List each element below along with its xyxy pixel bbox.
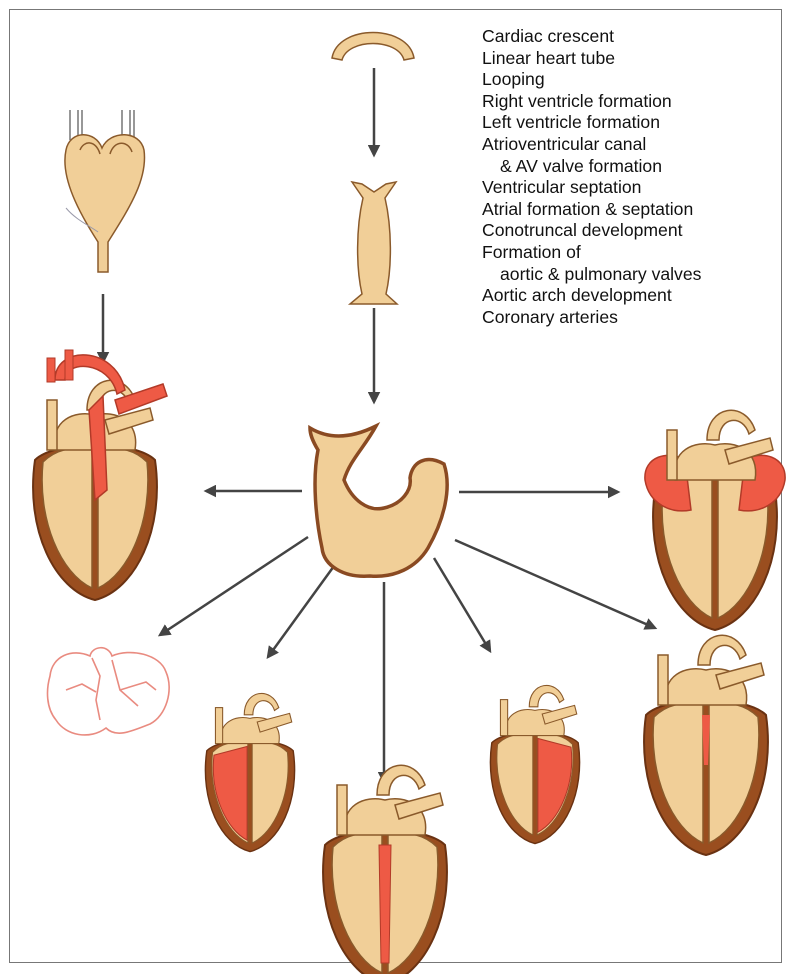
heart-atrial-septation	[645, 410, 785, 630]
stage-label: & AV valve formation	[482, 156, 701, 178]
heart-aortic-arch	[33, 350, 167, 600]
heart-right-ventricle	[205, 693, 294, 851]
cardiac-crescent-shape	[332, 33, 414, 61]
stage-label: Aortic arch development	[482, 285, 701, 307]
heart-conotruncal	[644, 635, 768, 855]
linear-heart-tube-shape	[350, 182, 397, 304]
stage-label: Cardiac crescent	[482, 26, 701, 48]
stage-label: Linear heart tube	[482, 48, 701, 70]
stage-label: Formation of	[482, 242, 701, 264]
stage-label: Coronary arteries	[482, 307, 701, 329]
stage-label: Left ventricle formation	[482, 112, 701, 134]
stage-label: Atrial formation & septation	[482, 199, 701, 221]
heart-left-ventricle	[490, 685, 579, 843]
looping-heart-shape	[310, 426, 447, 576]
stage-label: Right ventricle formation	[482, 91, 701, 113]
heart-ventricular-septation	[323, 765, 447, 974]
stage-label: Atrioventricular canal	[482, 134, 701, 156]
stage-label: Conotruncal development	[482, 220, 701, 242]
stage-label: aortic & pulmonary valves	[482, 264, 701, 286]
aortic-arch-schematic	[65, 110, 145, 272]
stage-label: Ventricular septation	[482, 177, 701, 199]
stage-label: Looping	[482, 69, 701, 91]
coronary-arteries-shape	[48, 648, 170, 735]
